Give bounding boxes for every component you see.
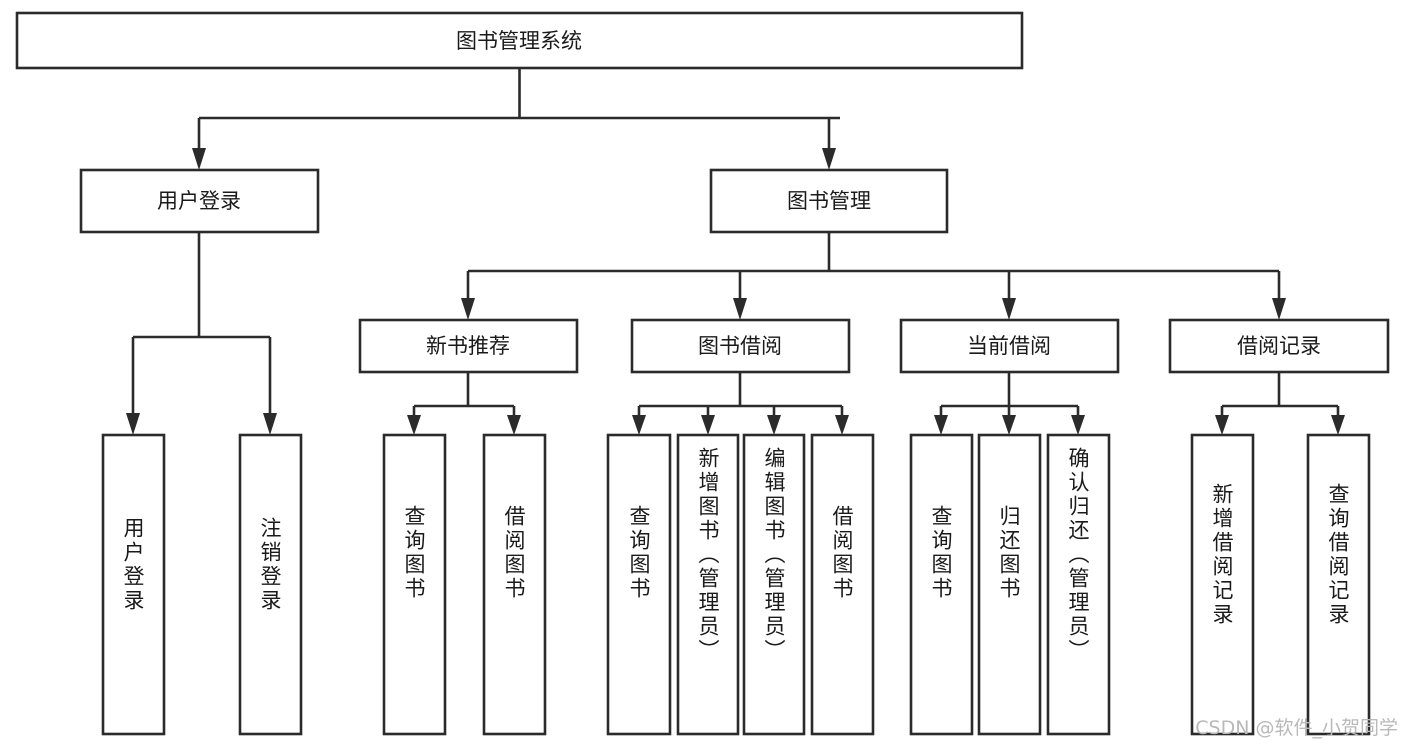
leaf-edit-book[interactable]: 编辑图书（管理员）: [742, 433, 806, 736]
leaf-query-record-label: 查询借阅记录: [1326, 483, 1350, 627]
connectors-borrow-record: [1215, 372, 1345, 435]
node-book-borrow[interactable]: 图书借阅: [630, 318, 851, 374]
leaf-confirm-return-box[interactable]: [1046, 433, 1111, 736]
arrow-head-leaf-add-book: [701, 415, 715, 435]
node-borrow-record-box[interactable]: [1168, 318, 1390, 374]
node-book-management[interactable]: 图书管理: [709, 168, 949, 234]
arrow-head-borrow-record: [1272, 298, 1286, 320]
node-new-book-recommend[interactable]: 新书推荐: [358, 318, 579, 374]
leaf-return-book-box[interactable]: [977, 433, 1042, 736]
leaf-confirm-return-label: 确认归还（管理员）: [1066, 447, 1090, 663]
leaf-user-logout[interactable]: 注销登录: [238, 433, 303, 736]
leaf-borrow-book-1[interactable]: 借阅图书: [482, 433, 547, 736]
node-borrow-record-label: 借阅记录: [1237, 334, 1321, 358]
leaf-add-book-label: 新增图书（管理员）: [696, 447, 720, 663]
leaf-query-book-1[interactable]: 查询图书: [382, 433, 447, 736]
arrow-head-leaf-user-login: [126, 413, 140, 435]
connectors-root: [192, 68, 840, 170]
arrow-head-leaf-confirm-return: [1071, 415, 1085, 435]
node-book-management-box[interactable]: [709, 168, 949, 234]
arrow-head-book-management: [822, 148, 836, 170]
node-new-book-recommend-label: 新书推荐: [426, 334, 510, 358]
arrow-head-leaf-add-record: [1215, 415, 1229, 435]
leaf-add-book-box[interactable]: [676, 433, 740, 736]
leaf-query-record-box[interactable]: [1306, 433, 1371, 736]
leaf-user-login-box[interactable]: [101, 433, 166, 736]
leaf-borrow-book-1-label: 借阅图书: [502, 505, 526, 601]
node-book-borrow-label: 图书借阅: [698, 334, 782, 358]
node-user-login[interactable]: 用户登录: [79, 168, 320, 234]
leaf-query-book-1-label: 查询图书: [402, 505, 426, 601]
arrow-head-leaf-query-record: [1331, 415, 1345, 435]
arrow-head-leaf-query-book-1: [407, 415, 421, 435]
arrow-head-book-borrow: [733, 298, 747, 320]
leaf-borrow-book-1-box[interactable]: [482, 433, 547, 736]
leaf-user-login-label: 用户登录: [121, 517, 145, 613]
node-borrow-record[interactable]: 借阅记录: [1168, 318, 1390, 374]
leaf-query-book-2-box[interactable]: [606, 433, 672, 736]
leaf-query-book-3-box[interactable]: [909, 433, 974, 736]
node-current-borrow-label: 当前借阅: [967, 334, 1051, 358]
leaf-add-record[interactable]: 新增借阅记录: [1190, 433, 1255, 736]
node-root[interactable]: 图书管理系统: [15, 11, 1024, 70]
leaf-edit-book-label: 编辑图书（管理员）: [762, 447, 786, 663]
node-current-borrow[interactable]: 当前借阅: [899, 318, 1120, 374]
leaf-borrow-book-2-box[interactable]: [810, 433, 875, 736]
watermark-label: CSDN @软件_小贺同学: [1195, 717, 1398, 739]
leaf-user-logout-label: 注销登录: [258, 517, 282, 613]
leaf-add-record-box[interactable]: [1190, 433, 1255, 736]
leaf-query-book-2-label: 查询图书: [627, 505, 651, 601]
node-root-box[interactable]: [15, 11, 1024, 70]
node-new-book-recommend-box[interactable]: [358, 318, 579, 374]
connectors-current-borrow: [934, 372, 1085, 435]
leaf-user-login[interactable]: 用户登录: [101, 433, 166, 736]
arrow-head-new-book-recommend: [461, 298, 475, 320]
node-user-login-box[interactable]: [79, 168, 320, 234]
arrow-head-leaf-return-book: [1002, 415, 1016, 435]
arrow-head-leaf-user-logout: [263, 413, 277, 435]
leaf-query-book-3-label: 查询图书: [929, 505, 953, 601]
connectors-book-borrow: [632, 372, 849, 435]
leaf-confirm-return[interactable]: 确认归还（管理员）: [1046, 433, 1111, 736]
node-root-label: 图书管理系统: [456, 29, 582, 53]
connectors-user-login: [126, 232, 277, 435]
leaf-return-book[interactable]: 归还图书: [977, 433, 1042, 736]
leaf-user-logout-box[interactable]: [238, 433, 303, 736]
leaf-query-book-3[interactable]: 查询图书: [909, 433, 974, 736]
arrow-head-leaf-query-book-3: [934, 415, 948, 435]
leaf-query-book-2[interactable]: 查询图书: [606, 433, 672, 736]
arrow-head-leaf-edit-book: [767, 415, 781, 435]
leaf-borrow-book-2-label: 借阅图书: [830, 505, 854, 601]
arrow-head-user-login: [192, 148, 206, 170]
arrow-head-leaf-borrow-book-1: [507, 415, 521, 435]
node-book-borrow-box[interactable]: [630, 318, 851, 374]
leaf-add-book[interactable]: 新增图书（管理员）: [676, 433, 740, 736]
arrow-head-current-borrow: [1002, 298, 1016, 320]
leaf-add-record-label: 新增借阅记录: [1210, 483, 1234, 627]
arrow-head-leaf-borrow-book-2: [835, 415, 849, 435]
node-current-borrow-box[interactable]: [899, 318, 1120, 374]
leaf-query-book-1-box[interactable]: [382, 433, 447, 736]
arrow-head-leaf-query-book-2: [632, 415, 646, 435]
node-book-management-label: 图书管理: [787, 189, 871, 213]
connectors-book-management: [461, 232, 1286, 320]
leaf-query-record[interactable]: 查询借阅记录: [1306, 433, 1371, 736]
leaf-edit-book-box[interactable]: [742, 433, 806, 736]
leaf-borrow-book-2[interactable]: 借阅图书: [810, 433, 875, 736]
connectors-new-book-recommend: [407, 372, 521, 435]
leaf-return-book-label: 归还图书: [997, 505, 1021, 601]
node-user-login-label: 用户登录: [157, 189, 241, 213]
